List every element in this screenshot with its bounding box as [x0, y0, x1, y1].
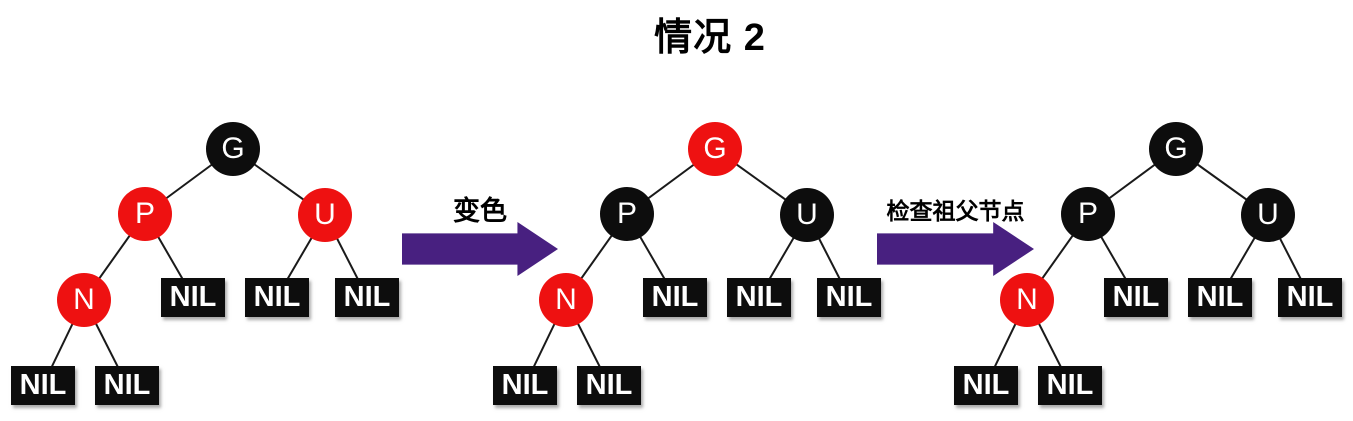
- node-label: U: [1257, 198, 1279, 231]
- nil-leaf: NIL: [1278, 278, 1342, 317]
- node-label: N: [73, 283, 95, 316]
- node-parent: P: [118, 187, 172, 241]
- node-parent: P: [1061, 187, 1115, 241]
- node-label: G: [221, 132, 245, 165]
- node-label: P: [134, 197, 155, 230]
- node-new: N: [57, 273, 111, 327]
- node-label: U: [314, 198, 336, 231]
- tree-after-recolor: G P U N NIL NIL NIL NIL NIL: [492, 120, 882, 415]
- node-label: G: [1164, 132, 1188, 165]
- nil-leaf: NIL: [577, 366, 641, 405]
- nil-leaf: NIL: [817, 278, 881, 317]
- nil-leaf: NIL: [493, 366, 557, 405]
- nil-leaf: NIL: [727, 278, 791, 317]
- node-grandparent: G: [1149, 122, 1203, 176]
- nil-leaf: NIL: [161, 278, 225, 317]
- node-label: G: [703, 132, 727, 165]
- nil-leaf: NIL: [245, 278, 309, 317]
- node-grandparent: G: [206, 122, 260, 176]
- node-uncle: U: [780, 188, 834, 242]
- node-label: N: [1016, 283, 1038, 316]
- node-label: P: [1077, 197, 1098, 230]
- node-uncle: U: [1241, 188, 1295, 242]
- nil-leaf: NIL: [1188, 278, 1252, 317]
- nil-leaf: NIL: [1104, 278, 1168, 317]
- check-grandparent-arrow-label: 检查祖父节点: [886, 198, 1025, 224]
- node-parent: P: [600, 187, 654, 241]
- node-label: U: [796, 198, 818, 231]
- node-new: N: [1000, 273, 1054, 327]
- node-grandparent: G: [688, 122, 742, 176]
- node-label: N: [555, 283, 577, 316]
- nil-leaf: NIL: [335, 278, 399, 317]
- nil-leaf: NIL: [95, 366, 159, 405]
- diagram-title: 情况 2: [654, 17, 766, 59]
- node-new: N: [539, 273, 593, 327]
- nil-leaf: NIL: [954, 366, 1018, 405]
- nil-leaf: NIL: [643, 278, 707, 317]
- tree-initial: G P U N NIL NIL NIL NIL NIL: [10, 120, 400, 415]
- node-uncle: U: [298, 188, 352, 242]
- nil-leaf: NIL: [11, 366, 75, 405]
- nil-leaf: NIL: [1038, 366, 1102, 405]
- node-label: P: [616, 197, 637, 230]
- recolor-arrow-label: 变色: [453, 196, 507, 226]
- tree-after-grandparent-check: G P U N NIL NIL NIL NIL NIL: [953, 120, 1343, 415]
